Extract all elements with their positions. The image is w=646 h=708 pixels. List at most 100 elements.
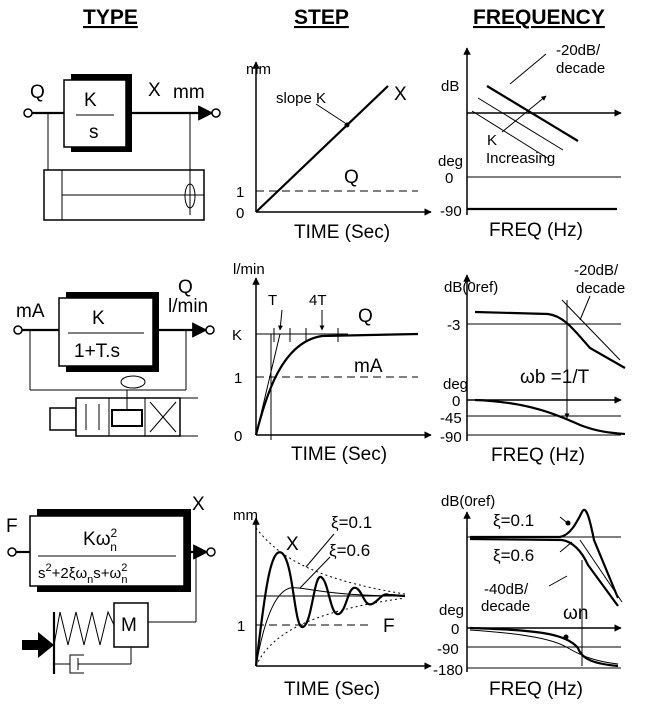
row2-step-4t: 4T (309, 292, 327, 309)
row1-input-terminal (23, 108, 33, 118)
row3-step-curve-label: X (286, 534, 299, 555)
row2-freq-slope: -20dB/ (574, 262, 619, 279)
row3-step-plot: mm ξ=0.1 ξ=0.6 X F 1 TIME (Sec) (233, 507, 432, 700)
row2-freq-slope-leader (579, 295, 591, 321)
row2-freq-deg: deg (443, 376, 468, 393)
row1-input-label: Q (30, 82, 45, 103)
row1-step-slope-label: slope K (276, 90, 326, 107)
row2-step-input-label: mA (354, 356, 383, 377)
row3-block (29, 515, 185, 587)
row2-freq-phase-curve (474, 398, 626, 436)
row3-freq-asymptote (579, 539, 623, 603)
row1-output-unit: mm (173, 82, 205, 103)
row3-freq-mag-damped (469, 537, 619, 607)
row3-freq-xlabel: FREQ (Hz) (489, 679, 583, 700)
row3-freq-deg: deg (439, 602, 464, 619)
row1-output-label: X (148, 80, 161, 101)
row1-block-den: s (89, 122, 99, 143)
row2-valve-solenoid (49, 407, 77, 431)
row2-step-curve-label: Q (358, 306, 373, 327)
row2-freq-wb: ωb =1/T (520, 367, 590, 388)
row1-freq-d90: -90 (440, 203, 462, 220)
row3-freq-d90: -90 (437, 641, 459, 658)
row3-step-ylabel: mm (233, 507, 258, 524)
row1-step-curve-label: X (394, 84, 407, 105)
row2-block-diagram: K 1+T.s mA Q l/min (13, 277, 215, 437)
row3-freq-plot: dB(0ref) ξ=0.1 ξ=0.6 -40dB/ decade ωn de… (433, 493, 623, 700)
row2-freq-d45: -45 (440, 410, 462, 427)
row1-step-xlabel: TIME (Sec) (294, 222, 390, 243)
row3-freq-phase-damped (469, 629, 619, 665)
row2-output-terminal (205, 325, 215, 335)
row1-output-terminal (211, 108, 221, 118)
row2-step-y0: 0 (234, 428, 242, 445)
row3-freq-d0: 0 (451, 621, 459, 638)
row1-sensor (184, 183, 196, 209)
row2-input-label: mA (16, 301, 45, 322)
row1-block-diagram: K s Q X mm (23, 74, 221, 221)
row3-freq-slope2: decade (481, 598, 530, 615)
row1-freq-k: K (487, 132, 497, 149)
row2-valve-cross2 (149, 401, 177, 433)
row2-freq-d0: 0 (452, 393, 460, 410)
row2-output-label: Q (178, 277, 193, 298)
row2-step-xlabel: TIME (Sec) (291, 444, 387, 465)
row2-step-yk: K (232, 327, 242, 344)
row2-freq-db: dB(0ref) (444, 279, 498, 296)
row3-mass-label: M (121, 615, 137, 636)
row3-freq-xi1: ξ=0.1 (493, 511, 534, 530)
row2-block (58, 297, 154, 367)
row2-freq-xlabel: FREQ (Hz) (491, 445, 585, 466)
row3-spring (53, 610, 115, 646)
row2-step-t: T (268, 292, 277, 309)
row1-freq-slope2: decade (556, 60, 605, 77)
row2-freq-d90: -90 (440, 429, 462, 446)
row2-step-response (254, 332, 419, 436)
row3-damper-cup (69, 654, 84, 674)
row3-step-xi2-leader (299, 556, 331, 589)
row3-input-terminal (7, 547, 17, 557)
row1-freq-mag-line2 (477, 97, 564, 151)
header-step: STEP (294, 6, 349, 29)
row3-mass (113, 602, 149, 648)
row1-freq-d0: 0 (445, 170, 453, 187)
row2-freq-mag-curve (474, 310, 626, 369)
row2-freq-asymptote (561, 299, 621, 361)
row3-step-envelope-top (255, 527, 406, 595)
row3-freq-xi2-leader (559, 541, 573, 553)
row3-step-xi2: ξ=0.6 (329, 541, 370, 560)
row3-freq-slope: -40dB/ (484, 581, 529, 598)
row3-input-label: F (6, 516, 18, 537)
row3-output-terminal (206, 547, 216, 557)
row1-step-slope-leader (315, 103, 346, 124)
row3-output-label: X (192, 494, 205, 515)
row3-freq-mag-resonant (470, 508, 620, 599)
row1-freq-xlabel: FREQ (Hz) (489, 220, 583, 241)
row3-freq-xi1-point (565, 520, 571, 526)
row1-step-ramp (255, 85, 389, 213)
row3-step-underdamped (254, 551, 406, 667)
row3-step-y1: 1 (237, 618, 245, 635)
header-type: TYPE (83, 6, 138, 29)
row3-step-xlabel: TIME (Sec) (284, 679, 380, 700)
row2-block-num: K (92, 308, 105, 329)
header-frequency: FREQUENCY (473, 6, 605, 29)
row2-valve-spool (111, 409, 143, 427)
row3-freq-slope-leader (548, 575, 568, 587)
row1-block (63, 79, 127, 148)
row3-step-xi1-leader (305, 533, 335, 568)
row2-freq-m3: -3 (447, 317, 460, 334)
row2-step-ylabel: l/min (233, 261, 265, 278)
row2-step-t-arrow (277, 309, 283, 331)
row2-freq-slope2: decade (576, 280, 625, 297)
row1-freq-db: dB (441, 78, 459, 95)
row1-block-num: K (84, 90, 97, 111)
row2-step-y1: 1 (234, 370, 242, 387)
row1-freq-plot: -20dB/ decade dB K Increasing deg 0 -90 … (438, 42, 622, 241)
row3-force-arrow (22, 632, 54, 658)
row3-freq-wn: ωn (563, 603, 588, 624)
row2-block-den: 1+T.s (74, 341, 120, 362)
